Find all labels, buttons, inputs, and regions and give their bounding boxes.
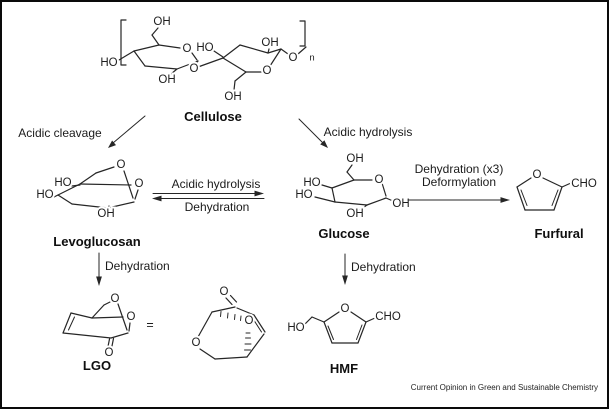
deformylation-label: Deformylation (421, 175, 497, 189)
levoglucosan-bridge-oxygen-label: O (117, 159, 126, 171)
glucose-ring-oxygen-label: O (375, 174, 384, 186)
lgo-chair-structure: O O O (62, 291, 138, 361)
cellulose-ho-c4-label: HO (100, 57, 117, 69)
furfural-ring-oxygen-label: O (533, 169, 542, 181)
glucose-dehydration-label: Dehydration (351, 260, 416, 274)
equilibrium-reverse-label: Dehydration (184, 200, 250, 214)
cellulose-structure: OH HO O OH O HO OH O OH O n (98, 14, 316, 105)
lgo-bicyclic-structure: O O O (190, 284, 266, 360)
cellulose-oh-c6-right-label: OH (224, 91, 241, 103)
acidic-cleavage-label: Acidic cleavage (18, 126, 102, 140)
glucose-ho-lower-label: HO (295, 189, 312, 201)
cellulose-oh-c6-label: OH (153, 16, 170, 28)
furfural-structure: O CHO (516, 167, 599, 211)
levoglucosan-dehydration-label: Dehydration (105, 259, 170, 273)
levoglucosan-ho-lower-label: HO (36, 189, 53, 201)
levoglucosan-to-lgo-arrow (96, 252, 102, 286)
hmf-name: HMF (329, 361, 359, 376)
glucose-to-furfural-arrow (407, 197, 510, 203)
glucose-oh-bottom-label: OH (346, 208, 363, 220)
journal-credit: Current Opinion in Green and Sustainable… (410, 383, 598, 392)
cellulose-oh-right-top-label: OH (261, 37, 278, 49)
glucose-oh-c6-label: OH (346, 153, 363, 165)
cellulose-name: Cellulose (184, 109, 242, 124)
glucose-ho-upper-label: HO (303, 177, 320, 189)
acidic-hydrolysis-label: Acidic hydrolysis (323, 125, 413, 139)
equilibrium-forward-label: Acidic hydrolysis (171, 177, 261, 191)
hmf-ho-label: HO (287, 322, 304, 334)
lgo-ketone-oxygen-label: O (105, 347, 114, 359)
cellulose-chain-oxygen-label: O (289, 52, 298, 64)
polymer-bracket-right (299, 20, 306, 47)
lgo-name: LGO (82, 358, 112, 373)
lgo-equals-sign: = (146, 318, 153, 332)
levoglucosan-structure: O O HO HO OH (34, 157, 145, 222)
cellulose-ho-right-label: HO (196, 42, 213, 54)
cellulose-oh-c2-label: OH (158, 74, 175, 86)
glucose-oh-anomeric-label: OH (392, 198, 409, 210)
hmf-ring-oxygen-label: O (341, 303, 350, 315)
acidic-cleavage-arrow (108, 115, 146, 148)
polymer-bracket-left (120, 19, 127, 66)
lgo-ring-oxygen-label: O (127, 311, 136, 323)
levoglucosan-name: Levoglucosan (53, 234, 141, 249)
levoglucosan-ring-oxygen-label: O (135, 178, 144, 190)
glucose-structure: OH O HO HO OH OH (293, 151, 411, 222)
lgo-bicyclic-ring-oxygen-label: O (192, 337, 201, 349)
hmf-structure: HO O CHO (285, 301, 403, 344)
cellulose-glycosidic-oxygen-label: O (190, 63, 199, 75)
lgo-bicyclic-ketone-oxygen-label: O (220, 286, 229, 298)
equilibrium-arrows (152, 190, 265, 202)
cellulose-ring-oxygen-right-label: O (263, 65, 272, 77)
polymer-repeat-subscript: n (309, 53, 314, 64)
cellulose-ring-oxygen-label: O (183, 43, 192, 55)
furfural-name: Furfural (534, 226, 584, 241)
levoglucosan-ho-upper-label: HO (54, 177, 71, 189)
furfural-cho-label: CHO (571, 178, 597, 190)
levoglucosan-oh-bottom-label: OH (97, 208, 114, 220)
glucose-name: Glucose (318, 226, 370, 241)
acidic-hydrolysis-arrow (298, 118, 328, 148)
glucose-to-furfural-label: Dehydration (x3) Deformylation (415, 163, 504, 189)
hmf-cho-label: CHO (375, 311, 401, 323)
lgo-bicyclic-inner-oxygen-label: O (245, 315, 254, 327)
lgo-bridge-oxygen-label: O (111, 293, 120, 305)
dehydration-x3-label: Dehydration (x3) (414, 162, 504, 176)
glucose-to-hmf-arrow (342, 253, 348, 285)
